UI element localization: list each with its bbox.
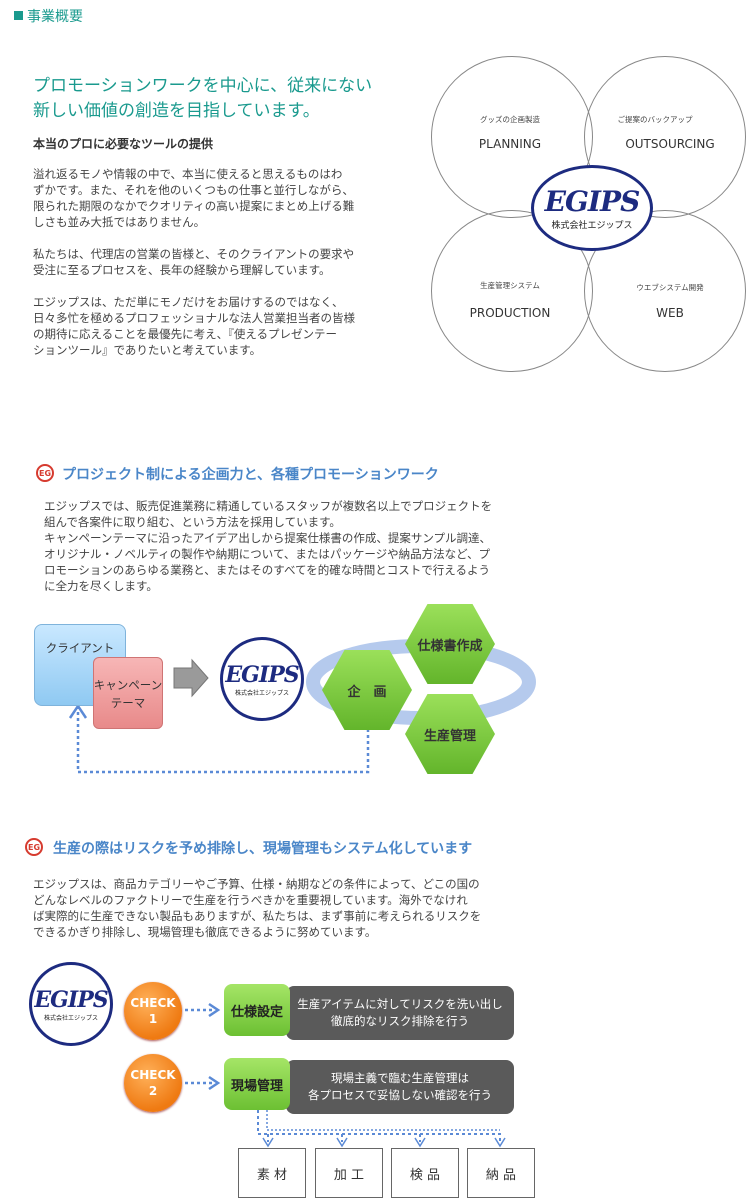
logo-mark: EGIPS [544,185,641,218]
production-heading: 生産の際はリスクを予め排除し、現場管理もシステム化しています [53,841,473,857]
logo-company: 株式会社エジップス [551,221,633,231]
step-spec-setting: 仕様設定 [224,984,290,1036]
circle-web [584,210,746,372]
flow-delivery: 納 品 [467,1148,535,1198]
flow-processing: 加 工 [315,1148,383,1198]
flow-inspection: 検 品 [391,1148,459,1198]
lead-heading: プロモーションワークを中心に、従来にない 新しい価値の創造を目指しています。 [33,76,373,121]
flow-material: 素 材 [238,1148,306,1198]
outsourcing-label: OUTSOURCING [625,137,715,151]
egips-mark-icon: EG [25,838,43,856]
subhead: 本当のプロに必要なツールの提供 [33,137,214,151]
step1-description: 生産アイテムに対してリスクを洗い出し 徹底的なリスク排除を行う [286,986,514,1040]
egips-logo-production: EGIPS 株式会社エジップス [29,962,113,1046]
production-paragraph: エジップスは、商品カテゴリーやご予算、仕様・納期などの条件によって、どこの国の … [33,877,482,939]
production-sub: 生産管理システム [480,281,540,290]
campaign-label: キャンペーン テーマ [93,678,163,710]
production-label: PRODUCTION [469,306,551,320]
production-flow-lines [185,1002,506,1148]
step2-description: 現場主義で臨む生産管理は 各プロセスで妥協しない確認を行う [286,1060,514,1114]
check-2-badge: CHECK 2 [124,1054,182,1112]
client-label: クライアント [45,641,115,655]
step-site-management: 現場管理 [224,1058,290,1110]
web-label: WEB [656,306,684,320]
egips-mark-icon: EG [36,464,54,482]
section-title: 事業概要 [14,6,83,26]
campaign-box [93,657,163,729]
planning-sub: グッズの企画製造 [480,115,540,124]
square-bullet-icon [14,11,23,20]
egips-logo-center: EGIPS 株式会社エジップス [531,165,653,251]
planning-label: PLANNING [478,137,542,151]
intro-paragraph-2: 私たちは、代理店の営業の皆様と、そのクライアントの要求や 受注に至るプロセスを、… [33,247,355,277]
web-sub: ウエブシステム開発 [636,283,704,292]
intro-paragraph-3: エジップスは、ただ単にモノだけをお届けするのではなく、 日々多忙を極めるプロフェ… [33,295,355,357]
project-heading: プロジェクト制による企画力と、各種プロモーションワーク [62,467,439,483]
outsourcing-sub: ご提案のバックアップ [617,115,693,124]
project-paragraph: エジップスでは、販売促進業務に精通しているスタッフが複数名以上でプロジェクトを … [44,499,493,593]
check-1-badge: CHECK 1 [124,982,182,1040]
intro-paragraph-1: 溢れ返るモノや情報の中で、本当に使えると思えるものはわ ずかです。また、それを他… [33,167,355,229]
egips-logo-project: EGIPS 株式会社エジップス [220,637,304,721]
